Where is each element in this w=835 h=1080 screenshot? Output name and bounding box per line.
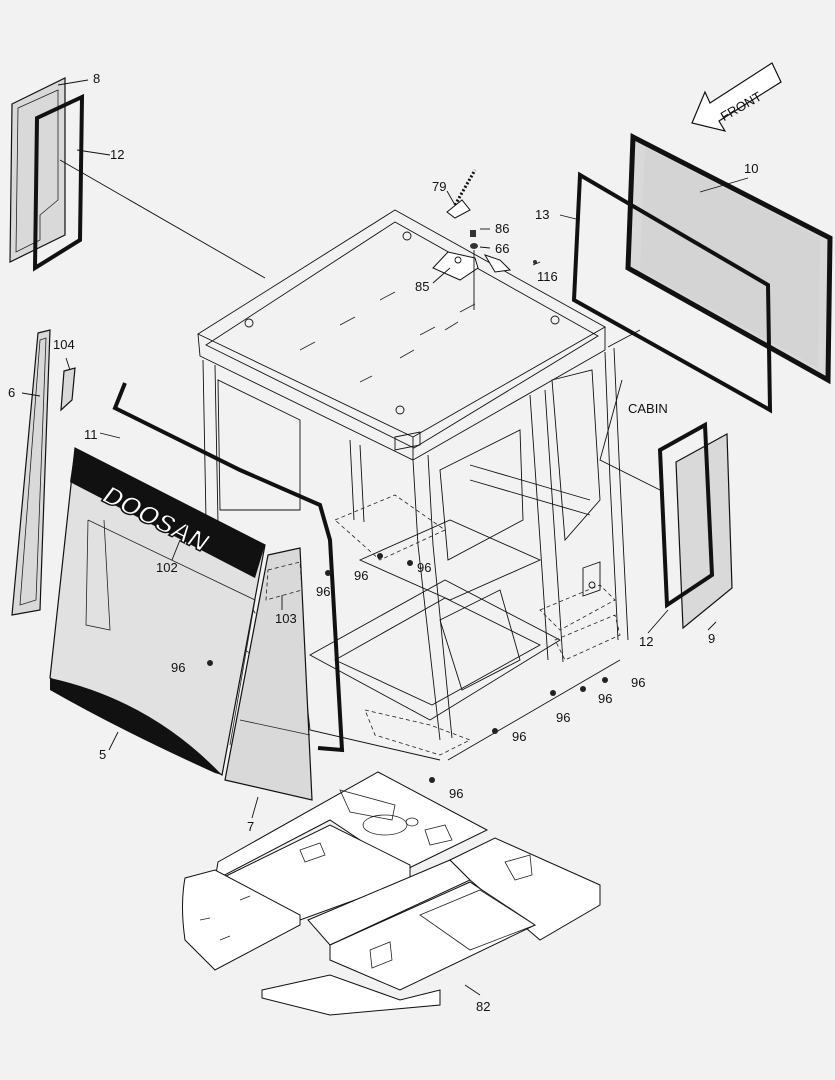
callout-96-c: 96 xyxy=(316,584,330,599)
callout-86: 86 xyxy=(495,221,509,236)
fasteners-96 xyxy=(207,553,608,783)
callout-labels: 8 12 10 13 79 86 66 85 116 CABIN 104 6 1… xyxy=(8,71,758,1014)
floor-mat-82 xyxy=(182,771,601,1016)
callout-66: 66 xyxy=(495,241,509,256)
cabin-label: CABIN xyxy=(628,401,668,416)
lower-windshield-7 xyxy=(224,547,313,801)
roof-window-frame-13 xyxy=(571,171,773,414)
callout-10: 10 xyxy=(744,161,758,176)
callout-96-g: 96 xyxy=(556,710,570,725)
callout-79: 79 xyxy=(432,179,446,194)
side-window-6 xyxy=(11,329,51,616)
windshield-frame-11 xyxy=(112,382,345,753)
callout-9: 9 xyxy=(708,631,715,646)
callout-96-d: 96 xyxy=(171,660,185,675)
callout-12-rear: 12 xyxy=(110,147,124,162)
cabin-frame xyxy=(197,209,629,761)
leader-lines xyxy=(21,79,749,996)
callout-12-side: 12 xyxy=(639,634,653,649)
callout-96-a: 96 xyxy=(354,568,368,583)
rear-window-frame-12 xyxy=(32,93,85,272)
callout-96-h: 96 xyxy=(512,729,526,744)
callout-96-b: 96 xyxy=(417,560,431,575)
callout-104: 104 xyxy=(53,337,75,352)
front-windshield-5: DOOSAN xyxy=(49,447,266,776)
callout-8: 8 xyxy=(93,71,100,86)
roof-window-10 xyxy=(625,132,833,385)
side-window-9 xyxy=(675,433,733,630)
callout-13: 13 xyxy=(535,207,549,222)
callout-82: 82 xyxy=(476,999,490,1014)
callout-96-e: 96 xyxy=(631,675,645,690)
callout-6: 6 xyxy=(8,385,15,400)
callout-96-f: 96 xyxy=(598,691,612,706)
callout-11: 11 xyxy=(84,427,98,442)
side-window-frame-12 xyxy=(657,421,715,609)
front-arrow: FRONT xyxy=(691,62,782,132)
callout-116: 116 xyxy=(537,269,558,284)
callout-5: 5 xyxy=(99,747,106,762)
callout-7: 7 xyxy=(247,819,254,834)
callout-102: 102 xyxy=(156,560,178,575)
callout-96-i: 96 xyxy=(449,786,463,801)
callout-103: 103 xyxy=(275,611,297,626)
callout-85: 85 xyxy=(415,279,429,294)
sticker-104 xyxy=(60,367,76,412)
